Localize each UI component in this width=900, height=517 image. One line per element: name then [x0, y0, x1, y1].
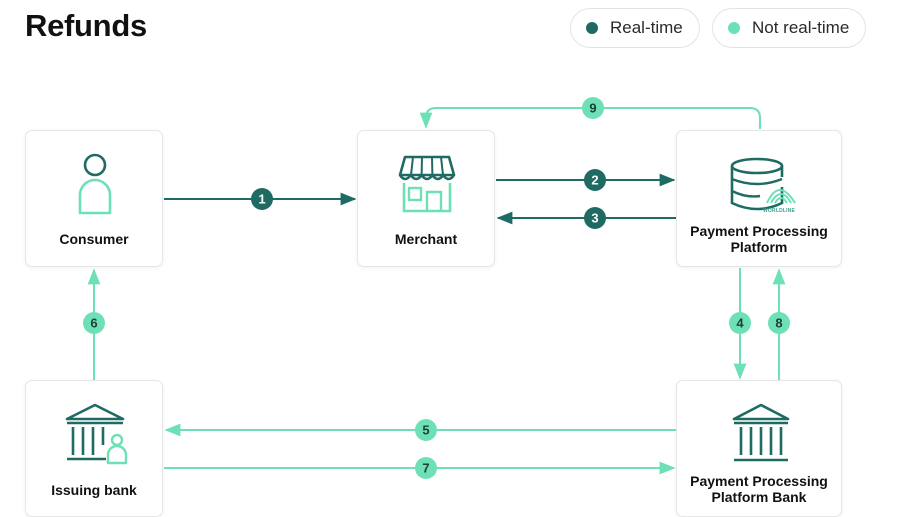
step-badge-9-number: 9 — [589, 101, 596, 116]
step-badge-7-number: 7 — [422, 461, 429, 476]
step-badge-2: 2 — [584, 169, 606, 191]
step-badge-5: 5 — [415, 419, 437, 441]
step-badge-3: 3 — [584, 207, 606, 229]
step-badge-6-number: 6 — [90, 316, 97, 331]
step-badge-4: 4 — [729, 312, 751, 334]
step-badge-9: 9 — [582, 97, 604, 119]
step-badge-2-number: 2 — [591, 173, 598, 188]
step-badge-5-number: 5 — [422, 423, 429, 438]
step-badge-1-number: 1 — [258, 192, 265, 207]
step-badge-6: 6 — [83, 312, 105, 334]
step-badge-7: 7 — [415, 457, 437, 479]
step-badge-1: 1 — [251, 188, 273, 210]
step-badge-4-number: 4 — [736, 316, 744, 331]
step-badge-3-number: 3 — [591, 211, 598, 226]
step-badge-8-number: 8 — [775, 316, 782, 331]
step-badge-8: 8 — [768, 312, 790, 334]
